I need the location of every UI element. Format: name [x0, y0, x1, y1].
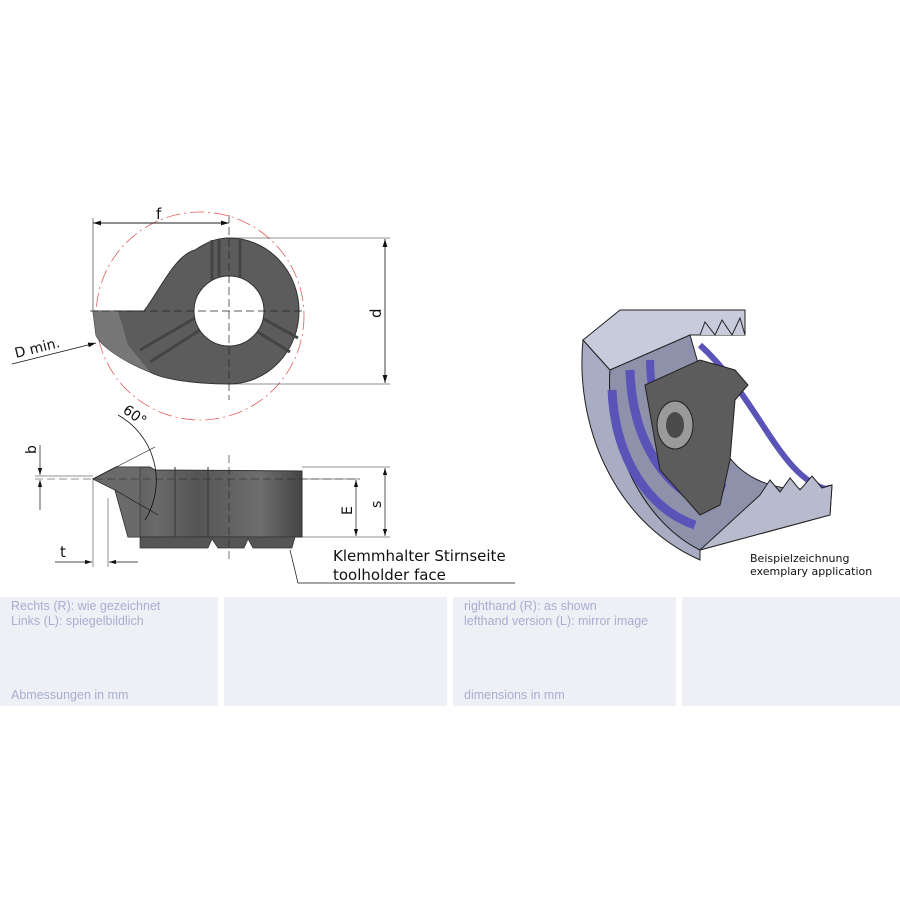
- dim-d: d: [367, 308, 385, 318]
- dim-f: f: [156, 205, 162, 223]
- technical-drawing: f d D min. 60° b t: [11, 205, 872, 584]
- handedness-left-de: Links (L): spiegelbildlich: [11, 614, 144, 628]
- dim-e: E: [340, 506, 356, 515]
- info-panel-en: righthand (R): as shown lefthand version…: [453, 597, 676, 706]
- handedness-left-en: lefthand version (L): mirror image: [464, 614, 649, 628]
- toolholder-label-de: Klemmhalter Stirnseite: [333, 547, 506, 565]
- units-note-de: Abmessungen in mm: [11, 688, 129, 702]
- example-label-en: exemplary application: [750, 565, 872, 578]
- info-panel-blank-1: [224, 597, 447, 706]
- dim-b: b: [24, 445, 40, 454]
- side-view: 60° b t E s Klemmhalter Stirnseite toolh…: [24, 402, 515, 584]
- d-min-circle: [95, 211, 305, 421]
- units-note-en: dimensions in mm: [464, 688, 565, 702]
- dim-t: t: [60, 543, 66, 561]
- dim-s: s: [369, 501, 385, 508]
- handedness-right-de: Rechts (R): wie gezeichnet: [11, 599, 161, 613]
- toolholder-label-en: toolholder face: [333, 566, 446, 584]
- exemplary-application-illustration: Beispielzeichnung exemplary application: [581, 309, 872, 578]
- example-label-de: Beispielzeichnung: [750, 552, 849, 565]
- top-view: f d D min.: [11, 205, 390, 421]
- handedness-right-en: righthand (R): as shown: [464, 599, 597, 613]
- info-panel-blank-2: [682, 597, 900, 706]
- info-panel-de: Rechts (R): wie gezeichnet Links (L): sp…: [0, 597, 218, 706]
- dim-angle: 60°: [120, 402, 150, 429]
